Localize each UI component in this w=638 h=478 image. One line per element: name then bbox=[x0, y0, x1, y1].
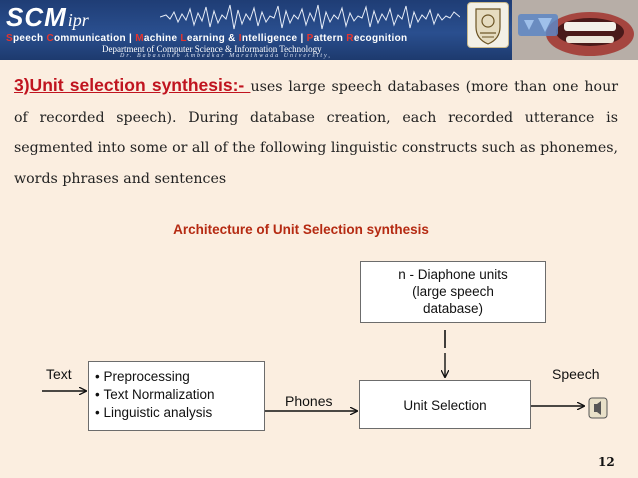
banner-word: ntelligence bbox=[241, 33, 298, 44]
waveform-icon bbox=[160, 4, 460, 30]
database-line-1: n - Diaphone units bbox=[398, 267, 508, 282]
banner-word: attern bbox=[313, 33, 347, 44]
banner-initial: M bbox=[135, 33, 144, 44]
banner-word: earning & bbox=[186, 33, 239, 44]
section-heading: 3)Unit selection synthesis:- bbox=[14, 75, 251, 95]
phones-label: Phones bbox=[285, 393, 333, 409]
research-areas-line: Speech Communication | Machine Learning … bbox=[6, 33, 407, 44]
banner-word: ommunication bbox=[54, 33, 126, 44]
unit-selection-label: Unit Selection bbox=[403, 398, 487, 413]
database-line-3: database) bbox=[422, 301, 484, 316]
banner-word: ecognition bbox=[353, 33, 408, 44]
diaphone-database-box: n - Diaphone units (large speech databas… bbox=[360, 261, 546, 323]
speaker-icon bbox=[588, 397, 608, 419]
banner-initial: C bbox=[46, 33, 54, 44]
logo-main-text: SCM bbox=[6, 2, 67, 32]
banner-initial: I bbox=[238, 33, 242, 44]
logo-sub-text: ipr bbox=[67, 10, 89, 30]
banner-initial: R bbox=[346, 33, 354, 44]
description-paragraph: 3)Unit selection synthesis:- uses large … bbox=[14, 70, 618, 194]
banner-word: peech bbox=[12, 33, 47, 44]
paragraph-body: uses large speech databases (more than o… bbox=[14, 79, 618, 187]
university-name: Dr. Babasaheb Ambedkar Marathwada Univer… bbox=[120, 53, 332, 59]
text-normalization-item: Text Normalization bbox=[95, 386, 264, 404]
university-emblem-icon bbox=[467, 2, 509, 48]
diagram-title: Architecture of Unit Selection synthesis bbox=[173, 222, 429, 237]
banner-separator: | bbox=[297, 33, 307, 44]
header-banner: SCMipr Speech Communication | Machine Le… bbox=[0, 0, 638, 60]
linguistic-analysis-item: Linguistic analysis bbox=[95, 404, 264, 422]
banner-initial: P bbox=[306, 33, 314, 44]
input-text-label: Text bbox=[46, 366, 72, 382]
banner-word: achine bbox=[143, 33, 181, 44]
preprocessing-item: Preprocessing bbox=[95, 368, 264, 386]
preprocessing-box: Preprocessing Text Normalization Linguis… bbox=[88, 361, 265, 431]
banner-initial: S bbox=[6, 33, 13, 44]
scmipr-logo: SCMipr bbox=[6, 2, 89, 32]
database-line-2: (large speech bbox=[412, 284, 494, 299]
unit-selection-box: Unit Selection bbox=[359, 380, 531, 429]
output-speech-label: Speech bbox=[552, 366, 600, 382]
banner-separator: | bbox=[125, 33, 136, 44]
banner-initial: L bbox=[180, 33, 187, 44]
page-number: 12 bbox=[598, 455, 615, 469]
department-name: Department of Computer Science & Informa… bbox=[102, 44, 322, 54]
speaking-mouth-image bbox=[512, 0, 638, 60]
